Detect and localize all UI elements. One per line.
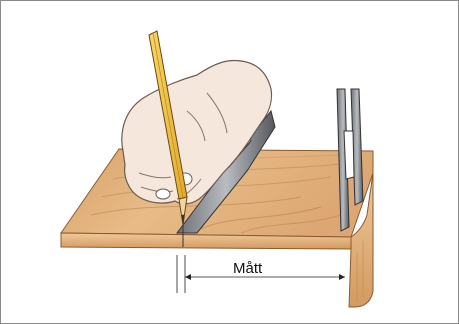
arrow-right-icon	[339, 274, 345, 280]
arrow-left-icon	[185, 274, 191, 280]
measure-label: Mått	[233, 260, 263, 277]
dimension-annotation: Mått	[177, 255, 345, 293]
